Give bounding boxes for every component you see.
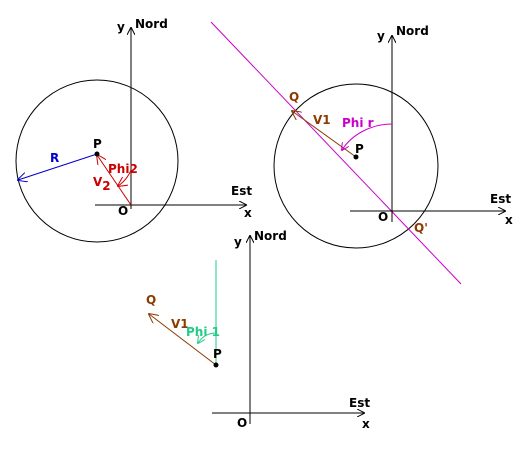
- panel2-north-label: Nord: [396, 24, 429, 38]
- panel1-y-label: y: [117, 20, 125, 34]
- panel1-v2-label: V2: [93, 175, 111, 193]
- panel2-magenta-line: [210, 21, 462, 285]
- panel2-circle: [273, 83, 439, 249]
- panel3-q-label: Q: [146, 293, 156, 307]
- panel1-circle: [15, 79, 179, 243]
- panel1-v2-main: V: [93, 175, 103, 189]
- panel-2: y Nord Est x O P Q Q' V1 Phi r: [210, 21, 513, 285]
- panel2-y-label: y: [377, 29, 385, 43]
- panel2-point-p: [353, 154, 359, 160]
- panel2-point-label: P: [355, 142, 364, 156]
- panel2-q-label: Q: [289, 90, 299, 104]
- panel3-phi1-label: Phi 1: [186, 325, 220, 339]
- panel1-v2-vector: [97, 155, 132, 206]
- panel2-q-prime-label: Q': [414, 221, 428, 235]
- panel-1: y Nord x O P R Phi2 V2: [15, 17, 252, 243]
- panel1-phi2-arc: [118, 169, 132, 186]
- panel3-point-label: P: [213, 347, 222, 361]
- panel3-phi1-arc: [198, 332, 217, 343]
- panel2-v1-label: V1: [313, 113, 331, 127]
- panel1-phi2-label: Phi2: [108, 162, 138, 176]
- panel2-origin-label: O: [378, 210, 388, 224]
- panel2-east-label: Est: [490, 192, 511, 206]
- panel1-point-label: P: [93, 137, 102, 151]
- panel-3: y Nord Est x O P Q V1 Phi 1: [146, 229, 370, 431]
- panel3-v1-vector: [149, 314, 217, 366]
- panel1-x-label: x: [244, 206, 252, 220]
- panel3-origin-label: O: [237, 416, 247, 430]
- panel3-v1-label: V1: [171, 317, 189, 331]
- panel3-x-label: x: [362, 417, 370, 431]
- panel3-north-label: Nord: [254, 229, 287, 243]
- panel2-phi-r-label: Phi r: [342, 116, 374, 130]
- panel3-point-p: [213, 362, 219, 368]
- panel1-v2-sub: 2: [102, 179, 110, 193]
- panel3-east-label: Est: [349, 396, 370, 410]
- top-east-label: Est: [231, 184, 252, 198]
- panel1-radius-label: R: [50, 151, 59, 165]
- panel2-x-label: x: [505, 213, 513, 227]
- panel3-y-label: y: [234, 235, 242, 249]
- panel1-radius-vector: [18, 153, 98, 180]
- panel2-phi-r-arc: [342, 123, 393, 150]
- panel1-origin-label: O: [118, 204, 128, 218]
- panel1-north-label: Nord: [135, 17, 168, 31]
- panel1-point-p: [94, 151, 100, 157]
